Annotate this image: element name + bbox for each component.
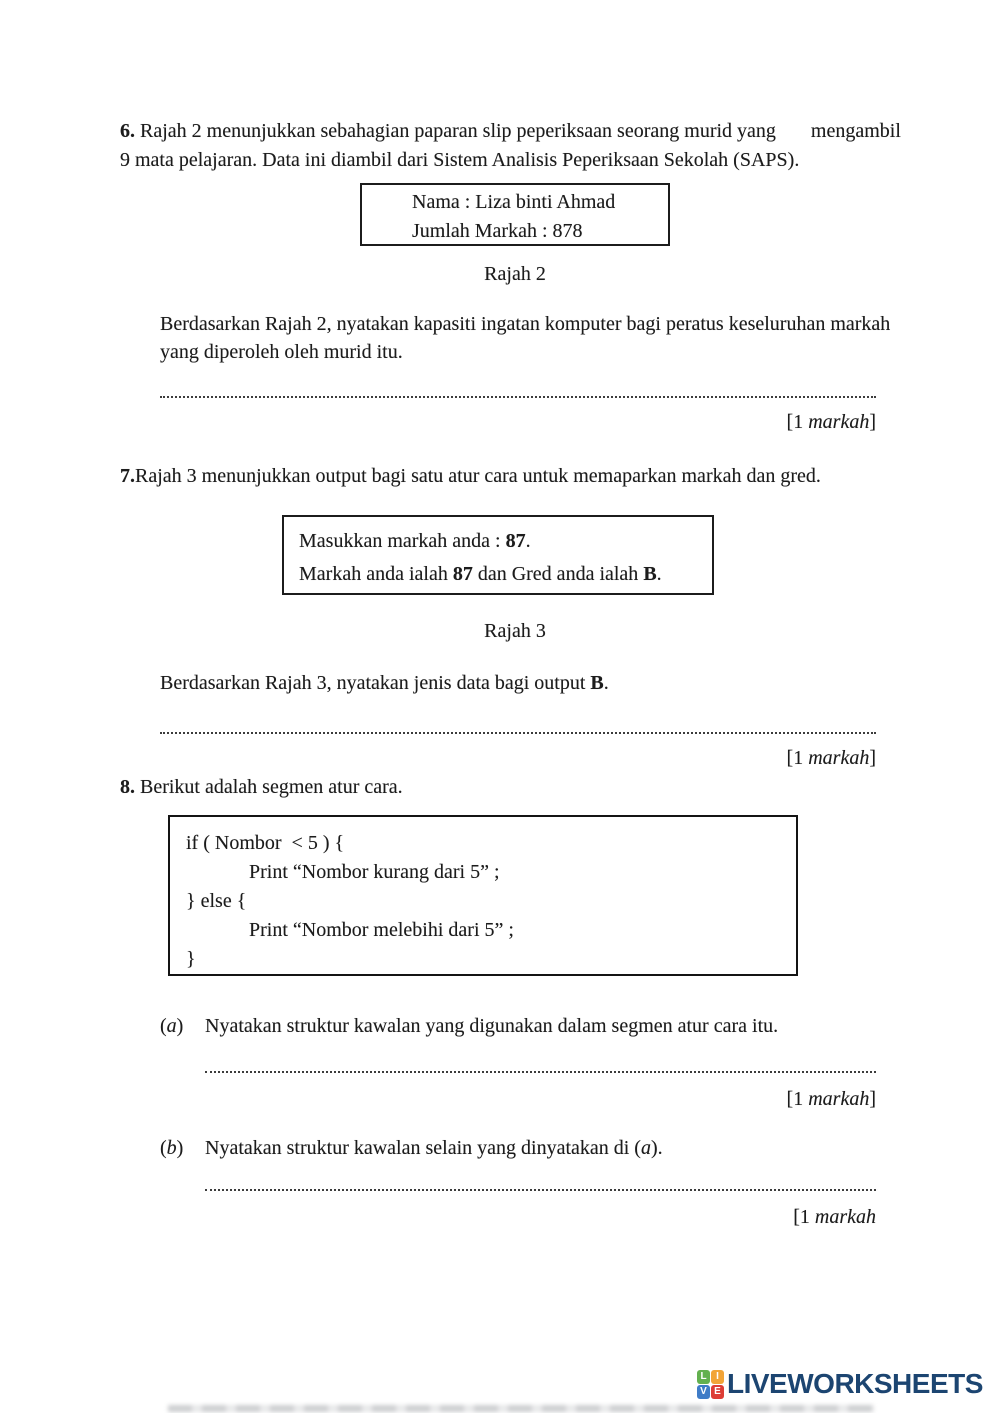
- question-6-line-1: 6. Rajah 2 menunjukkan sebahagian papara…: [120, 119, 901, 143]
- answer-line-q6[interactable]: [160, 396, 876, 398]
- figure-3-caption: Rajah 3: [484, 620, 546, 642]
- figure-3-line2-pre: Markah anda ialah: [299, 563, 453, 585]
- figure-3-line2-post: .: [656, 563, 662, 585]
- code-segment-box: if ( Nombor < 5 ) { Print “Nombor kurang…: [168, 815, 798, 976]
- question-6-task-line-1: Berdasarkan Rajah 2, nyatakan kapasiti i…: [160, 313, 891, 335]
- part-b-label-close: ): [176, 1137, 184, 1159]
- figure-2-box: Nama : Liza binti Ahmad Jumlah Markah : …: [360, 183, 670, 246]
- marks-q8b: [1 markah: [205, 1205, 876, 1229]
- figure-3-line1-pre: Masukkan markah anda :: [299, 530, 506, 552]
- question-7-number: 7.: [120, 465, 135, 487]
- answer-line-q8b[interactable]: [205, 1189, 876, 1191]
- part-b-text: Nyatakan struktur kawalan selain yang di…: [205, 1136, 663, 1160]
- part-a-label: (a): [160, 1014, 183, 1038]
- part-a-label-close: ): [176, 1015, 184, 1037]
- part-b-text-pre: Nyatakan struktur kawalan selain yang di…: [205, 1137, 641, 1159]
- question-8-intro: Berikut adalah segmen atur cara.: [135, 776, 403, 798]
- marks-q8a-bracket-close: ]: [869, 1088, 876, 1110]
- marks-q7-bracket-close: ]: [869, 747, 876, 769]
- part-b-label: (b): [160, 1136, 183, 1160]
- marks-q8b-word: markah: [814, 1206, 876, 1228]
- answer-line-q8a[interactable]: [205, 1071, 876, 1073]
- figure-3-box: Masukkan markah anda : 87. Markah anda i…: [282, 515, 714, 595]
- figure-2-caption: Rajah 2: [484, 263, 546, 285]
- question-6-task-line-2: yang diperoleh oleh murid itu.: [160, 341, 403, 363]
- code-line-closing-brace: }: [186, 948, 196, 970]
- question-7-task: Berdasarkan Rajah 3, nyatakan jenis data…: [160, 671, 609, 695]
- part-b-text-ref: a: [640, 1137, 651, 1159]
- liveworksheets-grid-icon: L I V E: [697, 1369, 724, 1399]
- question-6-number: 6.: [120, 120, 135, 142]
- marks-q7-bracket-open: [1: [786, 747, 809, 769]
- code-line-else: } else {: [186, 890, 247, 912]
- part-a-label-letter: a: [166, 1015, 177, 1037]
- figure-3-line2-grade-value: B: [643, 563, 657, 585]
- marks-q7-word: markah: [808, 747, 870, 769]
- part-a-label-open: (: [160, 1015, 167, 1037]
- question-8-number: 8.: [120, 776, 135, 798]
- marks-q6: [1 markah]: [160, 410, 876, 434]
- question-7-task-grade: B: [590, 672, 604, 694]
- question-6-line-2: 9 mata pelajaran. Data ini diambil dari …: [120, 149, 800, 171]
- figure-2-name-line: Nama : Liza binti Ahmad: [412, 191, 616, 213]
- question-7-task-post: .: [603, 672, 609, 694]
- figure-3-line1-mark-value: 87: [505, 530, 526, 552]
- part-b-label-open: (: [160, 1137, 167, 1159]
- liveworksheets-logo[interactable]: L I V E LIVEWORKSHEETS: [697, 1368, 983, 1400]
- logo-tile-l: L: [697, 1369, 710, 1384]
- question-7-line: 7.Rajah 3 menunjukkan output bagi satu a…: [120, 464, 821, 488]
- question-7-task-pre: Berdasarkan Rajah 3, nyatakan jenis data…: [160, 672, 591, 694]
- figure-3-output-line-1: Masukkan markah anda : 87.: [299, 525, 712, 558]
- marks-q8b-bracket-open: [1: [793, 1206, 815, 1228]
- question-6-line-1-text: Rajah 2 menunjukkan sebahagian paparan s…: [135, 120, 901, 142]
- marks-q8a-word: markah: [808, 1088, 870, 1110]
- figure-3-line1-post: .: [525, 530, 531, 552]
- figure-3-line2-mid: dan Gred anda ialah: [472, 563, 644, 585]
- part-b-label-letter: b: [166, 1137, 177, 1159]
- logo-text: LIVEWORKSHEETS: [727, 1368, 983, 1399]
- marks-q8a-bracket-open: [1: [786, 1088, 809, 1110]
- question-8-line: 8. Berikut adalah segmen atur cara.: [120, 775, 403, 799]
- marks-q6-word: markah: [808, 411, 870, 433]
- marks-q6-bracket-close: ]: [869, 411, 876, 433]
- figure-3-output-line-2: Markah anda ialah 87 dan Gred anda ialah…: [299, 558, 712, 591]
- figure-2-total-line: Jumlah Markah : 878: [412, 220, 583, 242]
- part-b-text-post: ).: [650, 1137, 663, 1159]
- answer-line-q7[interactable]: [160, 732, 876, 734]
- marks-q7: [1 markah]: [160, 746, 876, 770]
- marks-q8a: [1 markah]: [205, 1087, 876, 1111]
- logo-tile-e: E: [711, 1384, 724, 1399]
- marks-q6-bracket-open: [1: [786, 411, 809, 433]
- code-line-print-2: Print “Nombor melebihi dari 5” ;: [249, 919, 514, 941]
- part-a-text: Nyatakan struktur kawalan yang digunakan…: [205, 1015, 779, 1037]
- logo-tile-v: V: [697, 1384, 710, 1399]
- logo-tile-i: I: [711, 1369, 724, 1384]
- code-line-if: if ( Nombor < 5 ) {: [186, 832, 345, 854]
- page-cutoff-artifact: [168, 1405, 874, 1412]
- question-7-intro: Rajah 3 menunjukkan output bagi satu atu…: [135, 465, 821, 487]
- figure-3-line2-mark-value: 87: [452, 563, 473, 585]
- code-line-print-1: Print “Nombor kurang dari 5” ;: [249, 861, 500, 883]
